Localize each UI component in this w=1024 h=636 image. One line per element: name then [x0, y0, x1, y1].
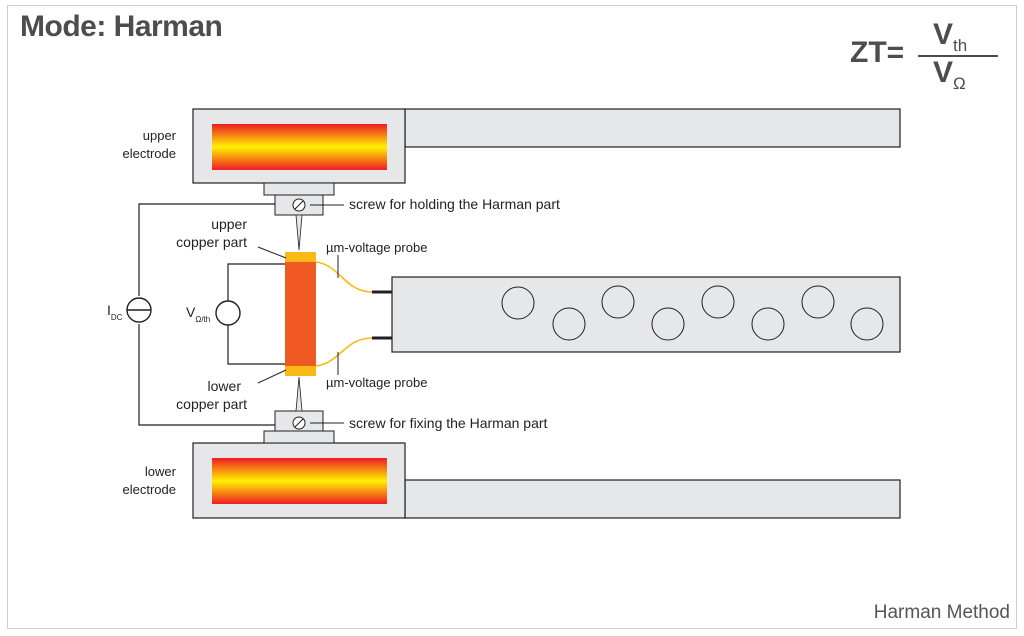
- label-lower-electrode-2: electrode: [123, 482, 176, 497]
- label-upper-copper-2: copper part: [176, 234, 247, 250]
- formula-numerator-main: V: [933, 18, 954, 51]
- label-idc: IDC: [107, 302, 123, 322]
- label-idc-main: I: [107, 302, 111, 318]
- page-title: Mode: Harman: [20, 10, 223, 43]
- formula-numerator-sub: th: [953, 36, 968, 55]
- voltage-probes: [315, 261, 392, 367]
- label-idc-sub: DC: [111, 313, 123, 322]
- label-lower-electrode-1: lower: [145, 464, 177, 479]
- upper-heater: [212, 124, 387, 170]
- lower-heater: [212, 458, 387, 504]
- formula-denominator-main: V: [933, 56, 954, 89]
- label-screw-lower: screw for fixing the Harman part: [349, 415, 548, 431]
- upper-screw: [263, 182, 335, 251]
- harman-sample: [285, 252, 316, 376]
- lower-copper-part: [285, 366, 316, 376]
- current-source-circuit: [138, 203, 275, 426]
- formula-lhs: ZT=: [850, 36, 905, 69]
- formula-numerator: Vth: [933, 18, 967, 56]
- label-voltmeter-main: V: [186, 304, 196, 320]
- leader-lines: [257, 204, 344, 424]
- lower-electrode: [192, 442, 901, 519]
- upper-copper-part: [285, 252, 316, 262]
- sample-body: [285, 252, 316, 376]
- label-upper-electrode-1: upper: [143, 128, 177, 143]
- current-source-symbol: [126, 297, 152, 323]
- figure-caption: Harman Method: [873, 602, 1010, 623]
- upper-electrode: [192, 108, 901, 184]
- label-probe-lower: µm-voltage probe: [326, 375, 427, 390]
- probe-holder: [391, 276, 901, 353]
- voltmeter-symbol: [215, 300, 241, 326]
- fraction-bar: [918, 55, 998, 57]
- lower-screw: [263, 376, 335, 444]
- zt-formula: ZT= Vth VΩ: [850, 18, 1010, 94]
- label-lower-copper-2: copper part: [176, 396, 247, 412]
- label-probe-upper: µm-voltage probe: [326, 240, 427, 255]
- label-voltmeter-sub: Ω/th: [195, 315, 210, 324]
- label-upper-copper-1: upper: [211, 216, 247, 232]
- voltmeter-circuit: [227, 263, 285, 365]
- label-voltmeter: VΩ/th: [186, 304, 210, 324]
- formula-denominator: VΩ: [933, 56, 966, 94]
- formula-denominator-sub: Ω: [953, 74, 966, 93]
- label-upper-electrode-2: electrode: [123, 146, 176, 161]
- label-lower-copper-1: lower: [208, 378, 242, 394]
- label-screw-upper: screw for holding the Harman part: [349, 196, 560, 212]
